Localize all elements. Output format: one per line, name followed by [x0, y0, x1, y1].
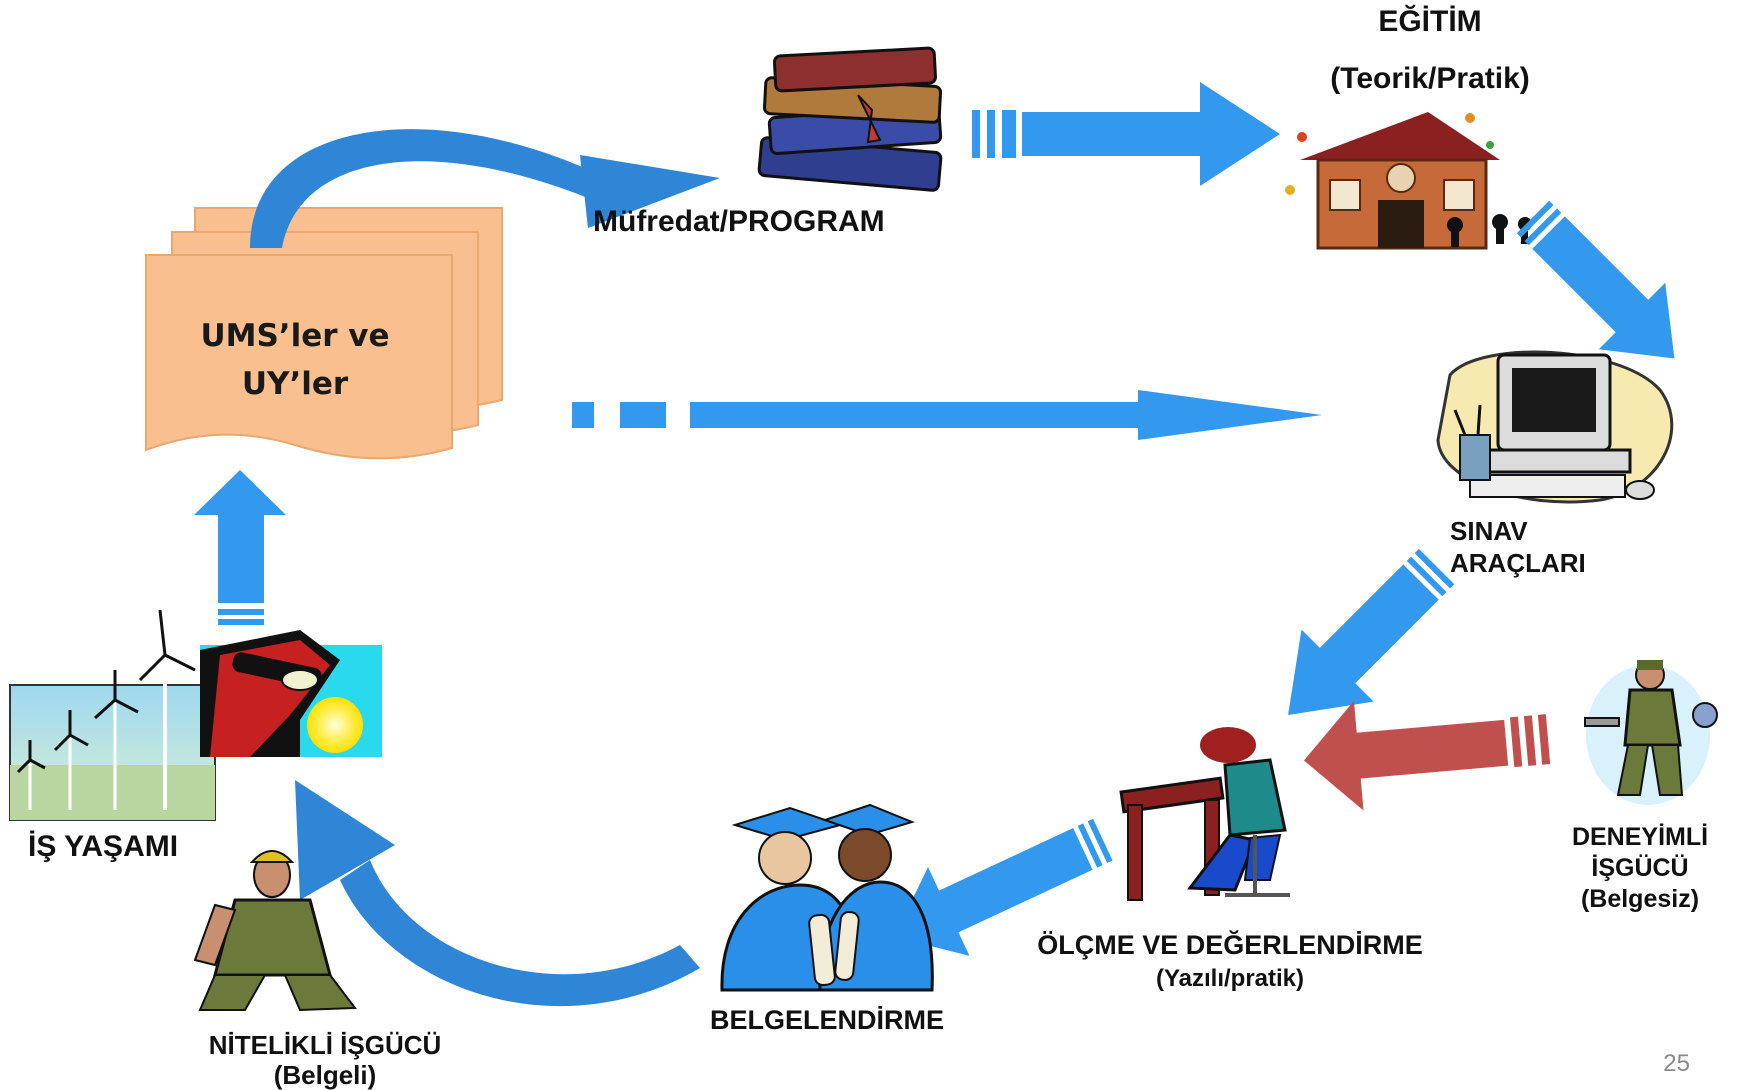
exam-tools-line2: ARAÇLARI — [1450, 548, 1586, 578]
assessment-subtitle: (Yazılı/pratik) — [1155, 965, 1305, 992]
school-house-icon — [1285, 112, 1532, 250]
welder-icon — [200, 630, 382, 757]
books-icon — [757, 46, 943, 192]
certification-label: BELGELENDİRME — [710, 1005, 945, 1035]
documents-line2: UY’ler — [241, 366, 349, 402]
page-number: 25 — [1663, 1050, 1690, 1077]
curved-arrow-to-curriculum — [250, 129, 720, 248]
documents-stack-icon — [145, 207, 503, 460]
arrow-to-education — [972, 82, 1280, 186]
graduates-icon — [720, 803, 934, 992]
curriculum-label: Müfredat/PROGRAM — [593, 205, 885, 238]
arrow-documents-to-exam-tools — [572, 390, 1322, 440]
experienced-line3: (Belgesiz) — [1580, 885, 1700, 913]
arrow-to-exam-tools — [1516, 200, 1675, 359]
assessment-title: ÖLÇME VE DEĞERLENDİRME — [1037, 930, 1423, 960]
mechanic-icon — [1584, 660, 1718, 805]
arrow-to-documents — [194, 470, 286, 625]
worker-icon — [193, 850, 357, 1012]
arrow-experienced-to-assessment — [1303, 700, 1551, 811]
education-subtitle: (Teorik/Pratik) — [1330, 62, 1530, 95]
curved-arrow-to-work-life — [295, 780, 700, 1007]
arrow-to-assessment — [1288, 548, 1455, 716]
documents-label: UMS’ler ve UY’ler — [150, 312, 440, 408]
computer-icon — [1436, 350, 1674, 504]
qualified-line1: NİTELİKLİ İŞGÜCÜ — [208, 1030, 442, 1060]
work-life-label: İŞ YAŞAMI — [28, 830, 179, 863]
exam-tools-line1: SINAV — [1450, 516, 1528, 546]
qualified-workforce-label: NİTELİKLİ İŞGÜCÜ (Belgeli) — [160, 1030, 490, 1090]
wind-turbines-icon — [9, 609, 216, 821]
experienced-workforce-label: DENEYİMLİ İŞGÜCÜ (Belgesiz) — [1545, 822, 1735, 915]
education-title: EĞİTİM — [1378, 5, 1482, 38]
student-writing-icon — [1119, 727, 1290, 901]
documents-line1: UMS’ler ve — [200, 318, 390, 354]
experienced-line2: İŞGÜCÜ — [1591, 854, 1689, 882]
qualified-line2: (Belgeli) — [273, 1060, 377, 1090]
exam-tools-label: SINAV ARAÇLARI — [1450, 515, 1586, 579]
experienced-line1: DENEYİMLİ — [1571, 823, 1709, 851]
